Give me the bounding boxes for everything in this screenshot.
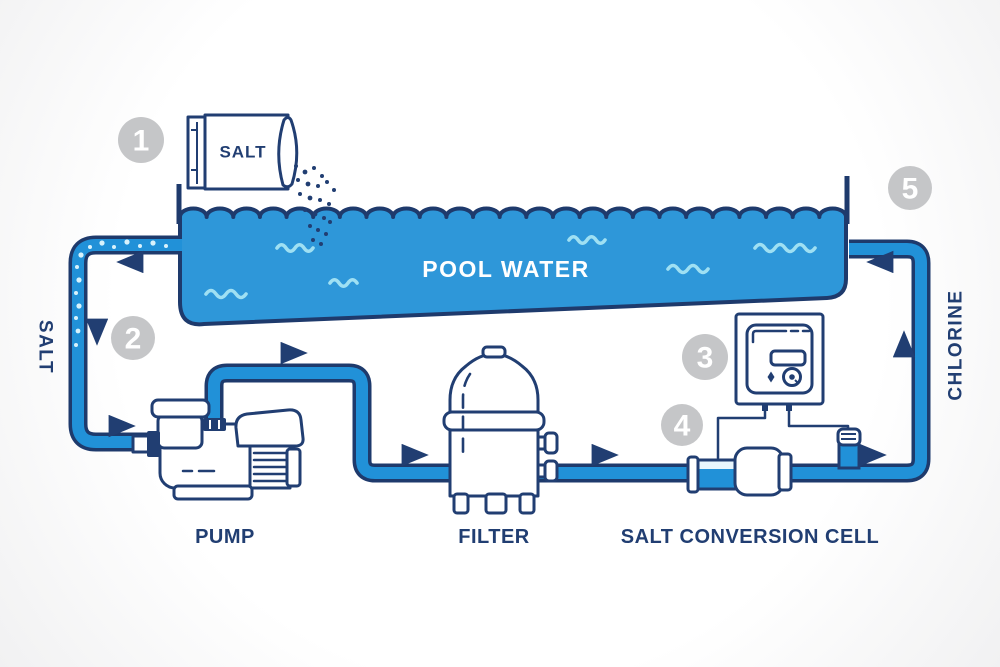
- svg-text:4: 4: [674, 410, 691, 443]
- pump-label: PUMP: [195, 526, 255, 548]
- filter-label: FILTER: [458, 526, 530, 548]
- svg-text:2: 2: [125, 323, 142, 356]
- control-unit-icon: [734, 312, 825, 411]
- filter-icon: [442, 345, 559, 515]
- svg-text:1: 1: [133, 125, 150, 158]
- salt-conversion-cell-label: SALT CONVERSION CELL: [621, 526, 880, 548]
- svg-text:5: 5: [902, 173, 919, 206]
- pool-water-tank: POOL WATER: [176, 176, 850, 327]
- step-badge-2: 2: [111, 316, 155, 360]
- suction-pipe: [68, 235, 182, 452]
- flow-arrows: [85, 250, 916, 467]
- svg-text:3: 3: [697, 342, 714, 375]
- return-pipe: [204, 239, 931, 483]
- step-badge-5: 5: [888, 166, 932, 210]
- salt-conversion-cell-icon: [686, 446, 793, 497]
- pool-water-body: [178, 206, 848, 327]
- salt-dots-in-pipe: [74, 239, 168, 347]
- chlorine-flow-label: CHLORINE: [946, 289, 967, 400]
- salt-bag-label: SALT: [219, 143, 266, 162]
- step-badge-1: 1: [118, 117, 164, 163]
- chlorine-feeder-icon: [836, 427, 862, 470]
- salt-bag: SALT: [186, 113, 299, 191]
- salt-particles: [294, 164, 336, 246]
- pump-icon: [131, 398, 305, 501]
- step-badge-4: 4: [661, 404, 703, 446]
- step-badge-3: 3: [682, 334, 728, 380]
- salt-flow-label: SALT: [35, 320, 56, 374]
- pool-water-label: POOL WATER: [422, 256, 590, 282]
- wave-icon: [204, 234, 817, 300]
